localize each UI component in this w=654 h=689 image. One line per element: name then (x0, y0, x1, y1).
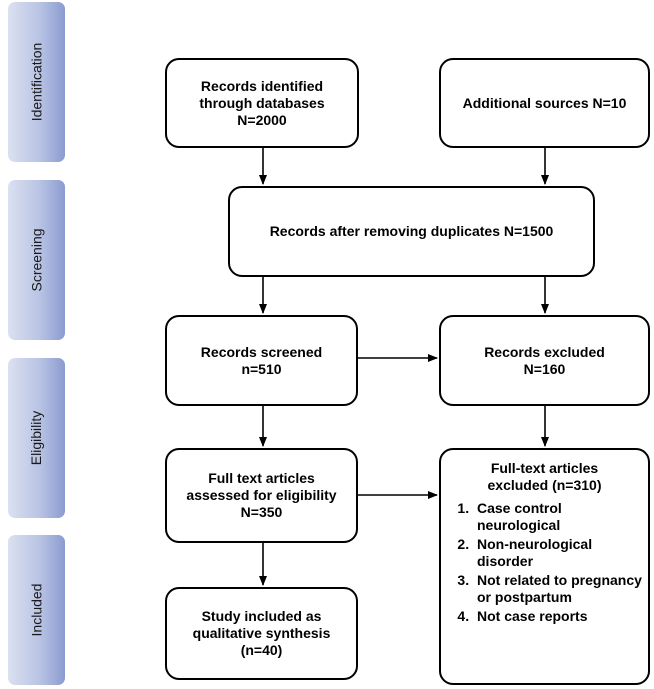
box-text: through databases (199, 94, 325, 111)
exclusion-reasons-list: Case control neurological Non-neurologic… (441, 500, 648, 627)
box-study-included: Study included as qualitative synthesis … (165, 587, 358, 680)
exclusion-reason: Case control neurological (473, 500, 648, 534)
exclusion-reason: Non-neurological disorder (473, 536, 648, 570)
box-text: Records excluded (484, 343, 605, 360)
box-text: assessed for eligibility (186, 487, 337, 503)
exclusion-reason: Not related to pregnancy or postpartum (473, 572, 648, 606)
box-text: Records after removing duplicates N=1500 (269, 223, 554, 239)
stage-identification: Identification (8, 2, 65, 162)
box-text: Records identified (200, 77, 324, 94)
box-fulltext-excluded: Full-text articles excluded (n=310) Case… (439, 448, 650, 685)
box-title: excluded (n=310) (487, 477, 602, 493)
box-fulltext-assessed: Full text articles assessed for eligibil… (165, 448, 358, 543)
box-records-excluded: Records excluded N=160 (439, 315, 650, 406)
box-records-screened: Records screened n=510 (165, 315, 358, 406)
box-text: (n=40) (240, 642, 283, 658)
box-text: N=2000 (237, 111, 287, 128)
box-text: N=350 (240, 504, 283, 520)
box-additional-sources: Additional sources N=10 (439, 58, 650, 148)
box-title: Full-text articles (490, 460, 599, 476)
box-text: Full text articles (208, 470, 315, 486)
box-records-identified: Records identified through databases N=2… (165, 58, 359, 148)
box-after-duplicates: Records after removing duplicates N=1500 (228, 186, 595, 277)
stage-screening: Screening (8, 180, 65, 340)
stage-eligibility: Eligibility (8, 358, 65, 518)
exclusion-reason: Not case reports (473, 608, 648, 625)
box-text: N=160 (523, 360, 566, 377)
box-text: qualitative synthesis (192, 625, 331, 641)
box-text: Additional sources N=10 (462, 94, 627, 111)
box-text: Study included as (201, 608, 322, 624)
box-text: n=510 (241, 360, 282, 377)
box-text: Records screened (200, 343, 323, 360)
stage-included: Included (8, 535, 65, 685)
